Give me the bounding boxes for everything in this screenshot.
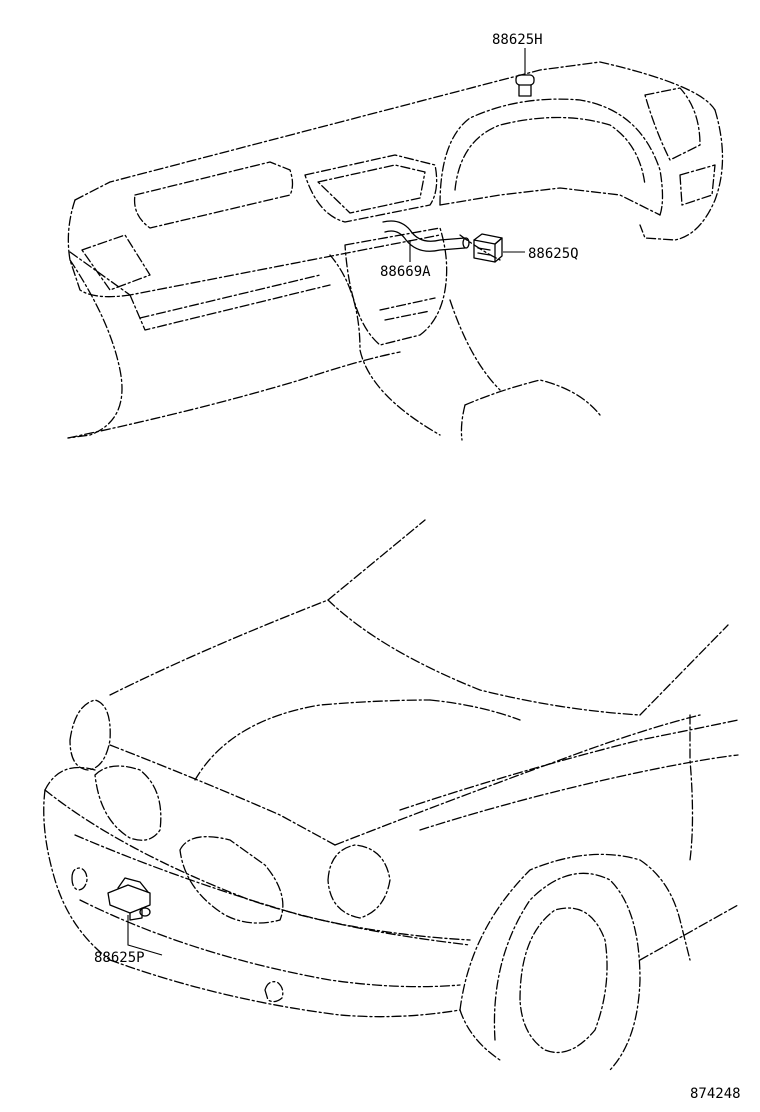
hood-front-edge [109, 744, 336, 846]
body-side-lower [459, 1009, 501, 1061]
bumper-lower-line [79, 899, 461, 988]
console-slot [379, 297, 436, 311]
sensor-port [139, 907, 151, 917]
bumper-top [44, 766, 96, 791]
fog-light-left [71, 867, 88, 891]
car-illustration [43, 519, 739, 1071]
body-side-sill [639, 904, 739, 961]
callout-88669A: 88669A [380, 264, 431, 280]
center-vent [304, 154, 438, 223]
sensor-box-detail [477, 247, 491, 256]
dashboard-right-vent-lower [679, 164, 716, 206]
instrument-cluster-inner [454, 116, 646, 191]
windshield-right [639, 624, 729, 716]
part-88669A-drawing [382, 220, 470, 252]
hood-bulge [194, 699, 431, 781]
callout-88625Q: 88625Q [528, 246, 579, 262]
seat-top [464, 379, 601, 416]
figure-number: 874248 [690, 1086, 741, 1102]
a-pillar [689, 714, 694, 861]
bumper-line [44, 789, 471, 946]
dashboard-left-end [67, 199, 131, 298]
center-console-panel [344, 227, 448, 346]
dashboard-right-end [639, 109, 724, 241]
dashboard-lower-left [67, 259, 123, 439]
seat-left [460, 404, 466, 441]
part-88625H-drawing [515, 74, 535, 97]
sensor-nozzle [129, 907, 143, 921]
center-console-right [449, 299, 501, 391]
callout-labels: 88625H 88669A 88625Q 88625P 874248 [94, 32, 741, 1102]
center-console-left [329, 254, 441, 436]
tire-outer [493, 872, 641, 1071]
callout-88625H: 88625H [492, 32, 543, 48]
hood-right-edge [334, 714, 701, 846]
glovebox-top [129, 284, 331, 331]
grille-center [179, 836, 284, 924]
console-slot-2 [384, 310, 431, 321]
instrument-cluster-hood [439, 98, 664, 216]
grille-left [94, 765, 162, 841]
fog-light-center [264, 981, 284, 1003]
instrument-cluster-base [439, 187, 661, 216]
sensor-top [117, 877, 149, 893]
sensor-box-side [494, 237, 503, 263]
hose-bottom [384, 230, 466, 252]
passenger-vent [133, 161, 294, 229]
tire-inner [519, 907, 608, 1054]
bumper-lower [109, 959, 461, 1018]
dashboard-lower-edge [67, 351, 401, 439]
sensor-body [107, 884, 151, 914]
hose-top [382, 220, 466, 242]
clip-stem [518, 84, 532, 97]
fender-line [399, 719, 739, 811]
leader-lines [127, 48, 526, 956]
wheel-arch [459, 853, 691, 1011]
headlight-right [327, 844, 391, 919]
leader-88625P [127, 915, 163, 956]
dashboard-top-edge [74, 61, 716, 201]
dashboard-illustration [67, 61, 724, 441]
fender-line-2 [419, 754, 739, 831]
bumper-left-side [43, 789, 111, 961]
hood-top-left [109, 599, 329, 696]
bumper-crease [74, 834, 471, 941]
left-side-vent [81, 234, 151, 291]
glovebox-line [139, 274, 321, 319]
center-vent-inner [317, 164, 426, 214]
part-88625Q-drawing [473, 233, 503, 263]
windshield-left [327, 519, 426, 601]
part-88625P-drawing [107, 877, 151, 921]
hood-bulge-right [429, 699, 521, 721]
callout-88625P: 88625P [94, 950, 145, 966]
hose-end [462, 237, 470, 249]
headlight-left [69, 699, 111, 771]
clip-head [515, 74, 535, 86]
cowl-line [327, 599, 641, 716]
dashboard-right-vent [644, 87, 701, 161]
